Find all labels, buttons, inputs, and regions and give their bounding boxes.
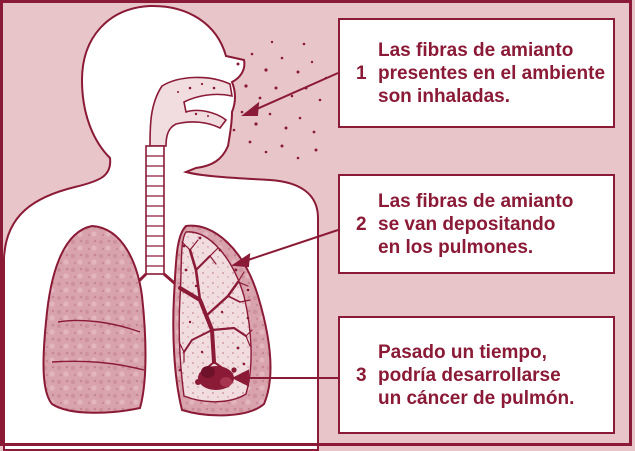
asbestos-fibers-icon [232,40,328,160]
step-text: Pasado un tiempo, podría desarrollarse u… [378,341,574,410]
arrowhead-step-2 [231,253,251,268]
callout-step-1: 1 Las fibras de amianto presentes en el … [338,18,615,128]
step-number: 3 [356,364,367,386]
nasal-speckle [177,82,216,117]
bronchial-tree-icon [178,239,253,375]
callout-step-3: 3 Pasado un tiempo, podría desarrollarse… [338,316,615,434]
step-text-line: Pasado un tiempo, [378,341,547,363]
step-text-line: en los pulmones. [378,236,534,258]
arrowhead-step-1 [241,101,260,116]
tumor-icon [195,366,237,390]
step-text-line: un cáncer de pulmón. [378,387,575,409]
arrowhead-step-3 [231,369,249,387]
step-number: 1 [356,62,367,84]
step-text-line: Las fibras de amianto [378,190,574,212]
deposited-fibers [178,236,250,388]
step-text: Las fibras de amianto presentes en el am… [378,39,605,108]
left-lung-icon [42,224,147,414]
arrows [231,72,339,387]
arrow-step-1 [249,72,339,113]
step-text-line: podría desarrollarse [378,364,561,386]
step-text-line: se van depositando [378,213,556,235]
step-text-line: presentes en el ambiente [378,62,606,84]
step-text-line: Las fibras de amianto [378,39,574,61]
step-number: 2 [356,213,367,235]
arrow-step-2 [241,229,339,263]
step-text: Las fibras de amianto se van depositando… [378,190,573,259]
trachea-icon [126,145,181,294]
step-text-line: son inhaladas. [378,85,510,107]
callout-step-2: 2 Las fibras de amianto se van depositan… [338,174,615,274]
